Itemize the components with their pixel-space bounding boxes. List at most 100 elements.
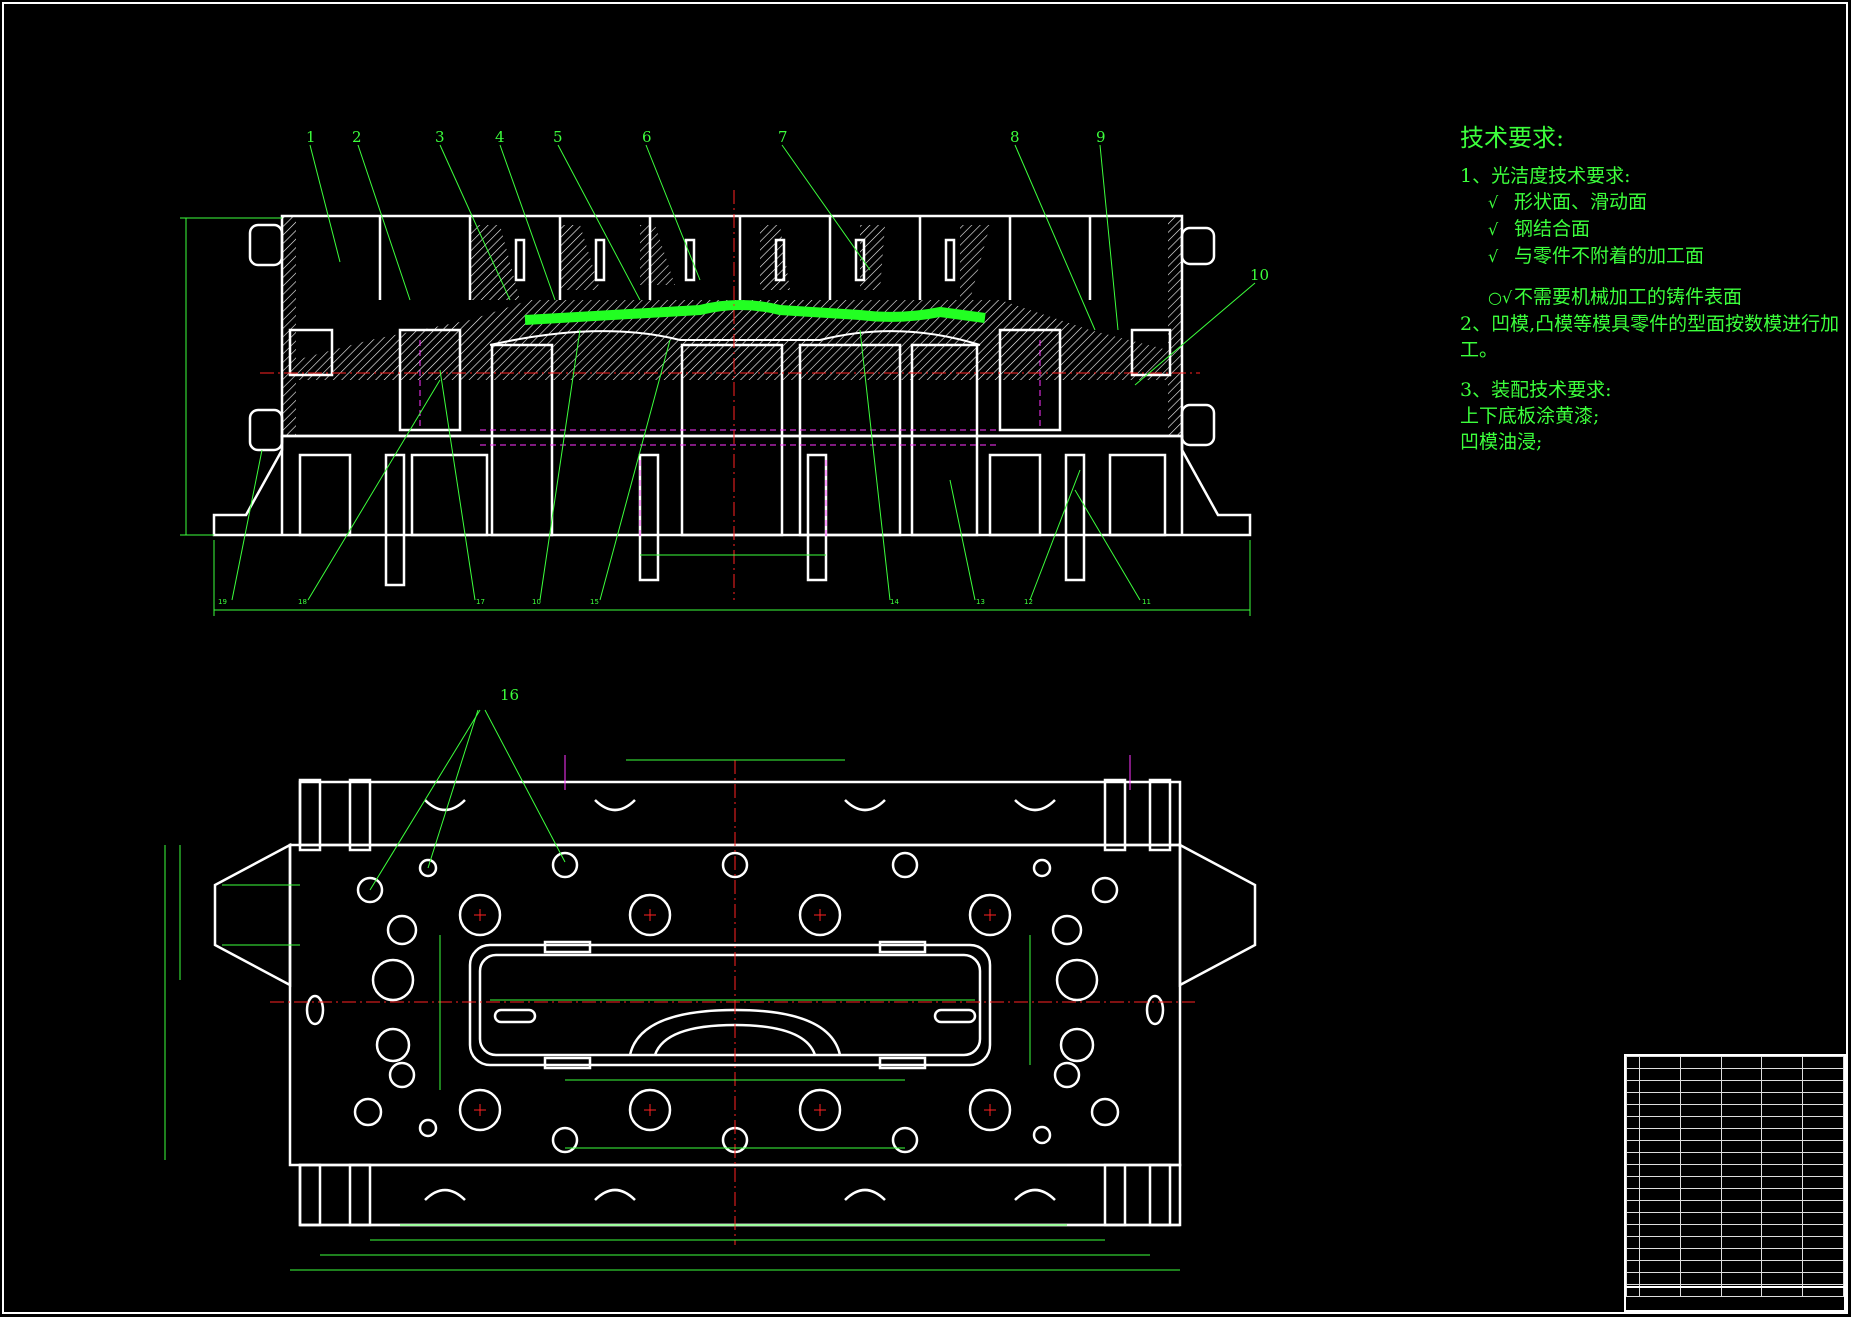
bom-cell: [1679, 1140, 1722, 1153]
bom-row: [1626, 1248, 1844, 1261]
bom-row: [1626, 1056, 1844, 1069]
centerlines-plan: [270, 760, 1195, 1245]
bom-cell: [1802, 1248, 1844, 1261]
tech-roughness-4: ○√不需要机械加工的铸件表面: [1460, 284, 1820, 311]
centerlines-section: [260, 190, 1200, 600]
callout-3: 3: [435, 128, 445, 146]
bom-cell: [1679, 1260, 1722, 1273]
bom-cell: [1802, 1236, 1844, 1249]
bom-row: [1626, 1188, 1844, 1201]
bom-cell: [1720, 1224, 1763, 1237]
bom-cell: [1802, 1200, 1844, 1213]
bom-row: [1626, 1212, 1844, 1225]
callout-19: 19: [218, 598, 227, 606]
bom-row: [1626, 1068, 1844, 1081]
bom-row: [1626, 1080, 1844, 1093]
bom-cell: [1761, 1272, 1804, 1285]
roughness-icon: √: [1488, 247, 1499, 266]
bom-cell: [1802, 1080, 1844, 1093]
bom-cell: [1761, 1212, 1804, 1225]
bom-cell: [1679, 1080, 1722, 1093]
title-block: [1626, 1286, 1844, 1310]
bom-cell: [1802, 1188, 1844, 1201]
bom-cell: [1720, 1080, 1763, 1093]
callout-11: 11: [1142, 598, 1151, 606]
bom-cell: [1720, 1212, 1763, 1225]
bom-cell: [1802, 1224, 1844, 1237]
bom-cell: [1639, 1176, 1681, 1189]
tech-line-2a: 2、凹模,凸模等模具零件的型面按数模进行加: [1460, 313, 1840, 335]
callout-13: 13: [976, 598, 985, 606]
bom-row: [1626, 1200, 1844, 1213]
bom-cell: [1679, 1128, 1722, 1141]
bom-cell: [1626, 1092, 1640, 1105]
bom-cell: [1679, 1188, 1722, 1201]
bom-cell: [1626, 1200, 1640, 1213]
callout-2: 2: [352, 128, 362, 146]
bom-cell: [1720, 1140, 1763, 1153]
bom-row: [1626, 1152, 1844, 1165]
bom-cell: [1802, 1212, 1844, 1225]
bom-cell: [1639, 1080, 1681, 1093]
callout-12: 12: [1024, 598, 1033, 606]
roughness-icon: √: [1488, 220, 1499, 239]
bom-cell: [1761, 1140, 1804, 1153]
bom-cell: [1720, 1188, 1763, 1201]
tech-roughness-2: √钢结合面: [1460, 216, 1820, 243]
bom-cell: [1720, 1056, 1763, 1069]
bom-cell: [1761, 1128, 1804, 1141]
bom-cell: [1720, 1068, 1763, 1081]
hatched-sections: [282, 216, 1182, 436]
bom-cell: [1639, 1128, 1681, 1141]
bom-cell: [1720, 1176, 1763, 1189]
leaders-top: [231, 144, 1256, 601]
bom-cell: [1626, 1272, 1640, 1285]
callout-18: 18: [298, 598, 307, 606]
bom-cell: [1626, 1212, 1640, 1225]
bom-cell: [1802, 1104, 1844, 1117]
bom-cell: [1626, 1176, 1640, 1189]
bom-cell: [1720, 1260, 1763, 1273]
callout-4: 4: [495, 128, 505, 146]
bom-row: [1626, 1236, 1844, 1249]
bom-cell: [1639, 1140, 1681, 1153]
bom-cell: [1626, 1116, 1640, 1129]
bom-cell: [1679, 1152, 1722, 1165]
bom-row: [1626, 1128, 1844, 1141]
formed-part: [524, 300, 986, 325]
bom-cell: [1761, 1236, 1804, 1249]
bom-cell: [1639, 1224, 1681, 1237]
bom-cell: [1761, 1068, 1804, 1081]
bom-cell: [1802, 1272, 1844, 1285]
bom-cell: [1720, 1128, 1763, 1141]
bill-of-materials-table: [1624, 1054, 1846, 1312]
bom-cell: [1720, 1116, 1763, 1129]
bom-row: [1626, 1140, 1844, 1153]
bom-cell: [1720, 1092, 1763, 1105]
bom-cell: [1679, 1176, 1722, 1189]
bom-cell: [1720, 1152, 1763, 1165]
bom-cell: [1761, 1260, 1804, 1273]
bom-cell: [1626, 1152, 1640, 1165]
tech-line-3b: 凹模油浸;: [1460, 431, 1543, 453]
tech-line-3a: 上下底板涂黄漆;: [1460, 405, 1600, 427]
bom-cell: [1802, 1116, 1844, 1129]
bom-cell: [1761, 1152, 1804, 1165]
bom-cell: [1720, 1104, 1763, 1117]
callout-8: 8: [1010, 128, 1020, 146]
bom-cell: [1720, 1200, 1763, 1213]
hidden-lines: [419, 340, 1041, 540]
bom-cell: [1802, 1164, 1844, 1177]
bom-cell: [1720, 1164, 1763, 1177]
bom-cell: [1679, 1068, 1722, 1081]
bom-cell: [1761, 1176, 1804, 1189]
callout-7: 7: [778, 128, 788, 146]
bom-cell: [1639, 1188, 1681, 1201]
bom-row: [1626, 1164, 1844, 1177]
bom-cell: [1802, 1176, 1844, 1189]
bom-cell: [1626, 1236, 1640, 1249]
bom-cell: [1802, 1092, 1844, 1105]
bom-cell: [1626, 1140, 1640, 1153]
bom-cell: [1639, 1272, 1681, 1285]
